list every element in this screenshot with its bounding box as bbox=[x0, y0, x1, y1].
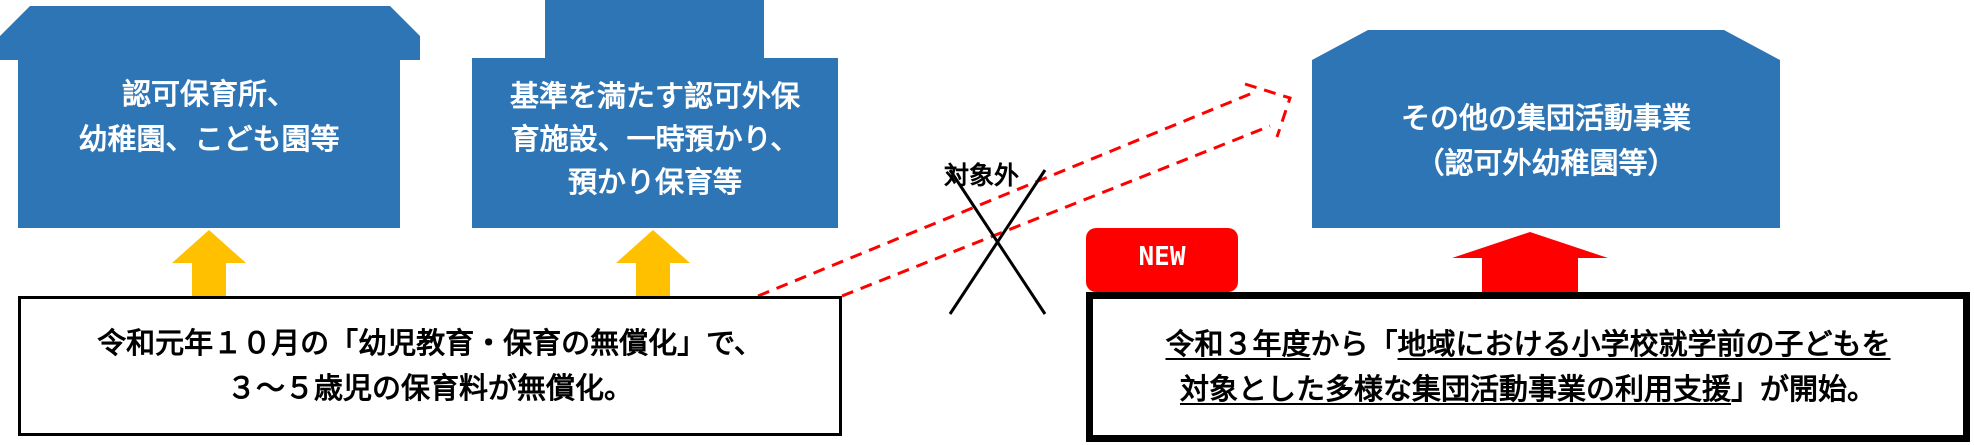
note-underlined: 地域における小学校就学前の子どもを bbox=[1397, 327, 1891, 362]
new-arrow bbox=[1452, 232, 1608, 292]
facility-label-other: その他の集団活動事業 （認可外幼稚園等） bbox=[1312, 96, 1780, 186]
cross-mark-icon bbox=[948, 169, 1047, 315]
facility-box-other bbox=[1312, 30, 1780, 228]
note-line: 令和元年１０月の「幼児教育・保育の無償化」で、 bbox=[97, 326, 763, 361]
facility-box-unlicensed bbox=[472, 0, 838, 228]
facility-label-unlicensed: 基準を満たす認可外保 育施設、一時預かり、 預かり保育等 bbox=[472, 75, 838, 204]
facility-label-line: 基準を満たす認可外保 bbox=[509, 79, 800, 113]
facility-label-line: 育施設、一時預かり、 bbox=[510, 121, 800, 156]
up-arrow-1 bbox=[172, 230, 246, 300]
note-underlined: 令和３年度 bbox=[1165, 327, 1311, 362]
dashed-arrow-head bbox=[1244, 82, 1292, 138]
facility-label-line: 認可保育所、 bbox=[121, 77, 296, 111]
excluded-label: 対象外 bbox=[944, 161, 1020, 190]
note-line: 令和３年度から「地域における小学校就学前の子どもを bbox=[1165, 322, 1890, 367]
up-arrow-2 bbox=[616, 230, 690, 300]
facility-label-line: その他の集団活動事業 bbox=[1400, 101, 1691, 135]
note-plain: 」が開始。 bbox=[1731, 372, 1877, 406]
dashed-arrow-upper bbox=[757, 90, 1256, 298]
note-underlined: 対象とした多様な集団活動事業の利用支援 bbox=[1179, 372, 1731, 406]
facility-label-line: 幼稚園、こども園等 bbox=[78, 121, 340, 156]
dashed-arrows bbox=[757, 82, 1292, 298]
dashed-arrow-lower bbox=[841, 124, 1271, 298]
facility-label-licensed: 認可保育所、 幼稚園、こども園等 bbox=[18, 72, 400, 162]
note-line: 対象とした多様な集団活動事業の利用支援」が開始。 bbox=[1180, 367, 1876, 412]
note-line: ３～５歳児の保育料が無償化。 bbox=[226, 371, 633, 405]
support-note: 令和３年度から「地域における小学校就学前の子どもを 対象とした多様な集団活動事業… bbox=[1086, 292, 1970, 442]
facility-label-line: （認可外幼稚園等） bbox=[1415, 145, 1677, 180]
free-education-note: 令和元年１０月の「幼児教育・保育の無償化」で、 ３～５歳児の保育料が無償化。 bbox=[18, 296, 842, 436]
new-badge: NEW bbox=[1086, 228, 1238, 292]
facility-box-licensed bbox=[0, 6, 420, 228]
note-plain: から「 bbox=[1310, 327, 1398, 362]
facility-label-line: 預かり保育等 bbox=[567, 164, 742, 199]
